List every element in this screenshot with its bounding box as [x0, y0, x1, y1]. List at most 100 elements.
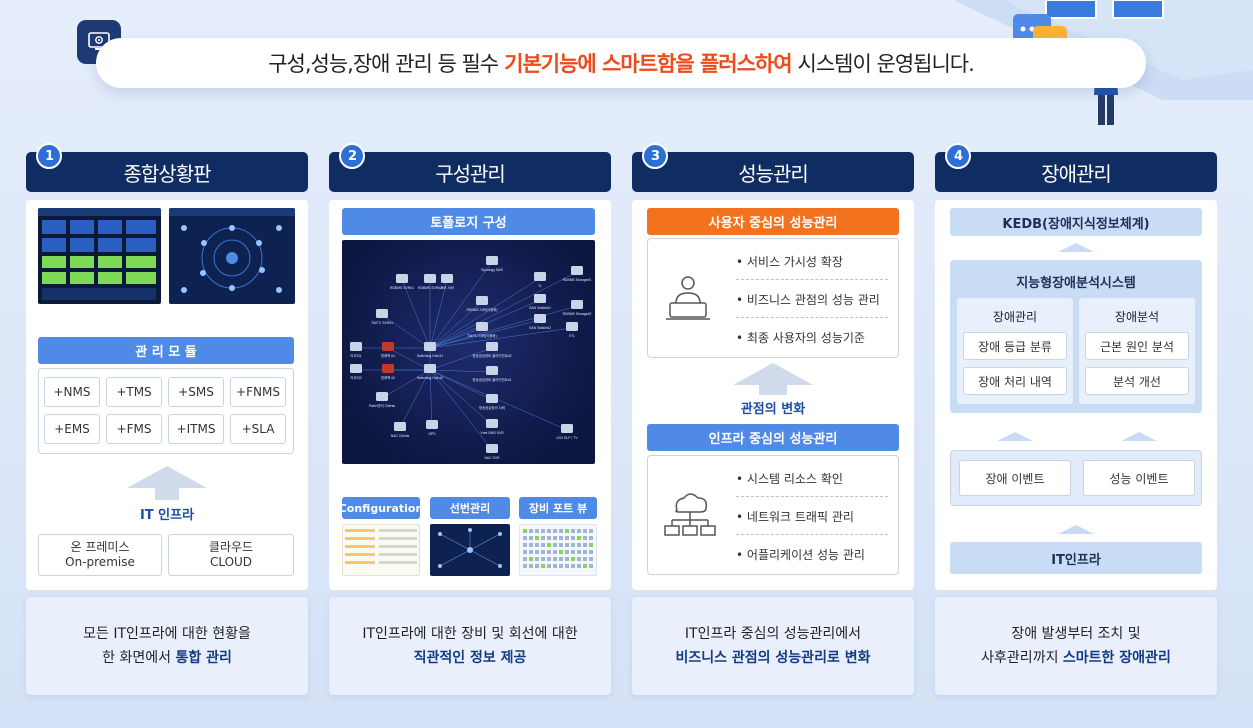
line-management-thumbnail	[430, 524, 510, 576]
headline-text-after: 시스템이 운영됩니다.	[797, 52, 975, 76]
topology-node: Ynet DMS SVR	[480, 419, 504, 435]
divider	[736, 317, 888, 318]
topology-node-label: GPS	[428, 432, 436, 436]
step-badge: 3	[642, 143, 668, 169]
step-badge: 1	[36, 143, 62, 169]
performance-event: 성능 이벤트	[1083, 460, 1195, 496]
topology-node-label: Switching Hub #1	[417, 354, 444, 358]
up-arrow-icon	[997, 432, 1033, 441]
desc-line-2-normal: 사후관리까지	[981, 650, 1059, 666]
user-centric-title-bar: 사용자 중심의 성능관리	[647, 208, 899, 235]
topology-node: 라우터2	[350, 364, 362, 380]
desc-line-1: 장애 발생부터 조치 및	[1011, 626, 1141, 642]
topology-node-label: SAN Switch#1	[529, 306, 551, 310]
infra-label: IT 인프라	[139, 508, 195, 523]
desc-line-1: 모든 IT인프라에 대한 현황을	[83, 626, 251, 642]
topology-node-label: 방송공급장비 클라이언트#1	[472, 377, 511, 382]
topology-node-label: Ynet DMS SVR	[480, 431, 504, 435]
topology-node-label: 방송공급장비 서버	[479, 405, 505, 410]
column-description: 모든 IT인프라에 대한 현황을 한 화면에서 통합 관리	[26, 597, 308, 695]
infra-item-1: • 시스템 리소스 확인	[736, 472, 843, 486]
topology-node: RDBMS SVR#2	[418, 274, 442, 290]
topology-node: Patch관리 Clients	[369, 392, 396, 408]
topology-node-label: Switching Hub #2	[417, 376, 444, 380]
user-item-2: • 비즈니스 관점의 성능 관리	[736, 293, 880, 307]
topology-node: RDBMS Storage#2	[563, 300, 592, 316]
topology-node-label: NAC Clients	[391, 434, 410, 438]
column-header: 2 구성관리	[329, 143, 611, 192]
up-arrow-stem	[155, 488, 179, 500]
topology-node: RDBMS 서버(이중화)	[466, 296, 498, 312]
module-title-bar: 관 리 모 듈	[38, 337, 294, 364]
column-body: 사용자 중심의 성능관리 • 서비스 가시성 확장 • 비즈니스 관점의 성능 …	[632, 200, 914, 590]
topology-node: TL	[534, 272, 546, 288]
module-fnms: +FNMS	[230, 377, 286, 407]
incident-grade-item: 장애 등급 분류	[963, 332, 1067, 360]
incident-mgmt-panel: 장애관리 장애 등급 분류 장애 처리 내역	[957, 298, 1073, 404]
sub-tab-line-management: 선번관리	[430, 497, 510, 519]
sub-tab-port-view: 장비 포트 뷰	[519, 497, 597, 519]
topology-node-label: RDBMS 서버(이중화)	[466, 307, 497, 312]
module-sms: +SMS	[168, 377, 224, 407]
topology-node: Switching Hub #2	[417, 364, 444, 380]
column-incident: 4 장애관리 KEDB(장애지식정보체계) 지능형장애분석시스템 장애관리 장애…	[935, 143, 1217, 695]
module-tms: +TMS	[106, 377, 162, 407]
column-description: 장애 발생부터 조치 및 사후관리까지 스마트한 장애관리	[935, 597, 1217, 695]
it-infra-bar: IT인프라	[950, 542, 1202, 574]
headline-text-before: 구성,성능,장애 관리 등 필수	[268, 52, 499, 76]
module-nms: +NMS	[44, 377, 100, 407]
user-item-1: • 서비스 가시성 확장	[736, 255, 843, 269]
infra-item-2-text: 네트워크 트래픽 관리	[746, 510, 854, 524]
desc-line-2-bold: 직관적인 정보 제공	[413, 650, 527, 666]
topology-node: 방송공급장비 클라이언트#1	[472, 366, 512, 382]
topology-node-label: SAN Switch#2	[529, 326, 551, 330]
infra-onprem: 온 프레미스 On-premise	[38, 534, 162, 576]
module-fms: +FMS	[106, 414, 162, 444]
topology-node-label: 방송공급장비 클라이언트#2	[472, 353, 511, 358]
desc-line-2: 한 화면에서 통합 관리	[102, 646, 232, 670]
topology-node-label: NAC SVR	[484, 456, 500, 460]
incident-analysis-panel: 장애분석 근본 원인 분석 분석 개선	[1079, 298, 1195, 404]
topology-node: 방송공급장비 서버	[479, 394, 505, 410]
user-item-3: • 최종 사용자의 성능기준	[736, 331, 865, 345]
column-title: 장애관리	[1041, 161, 1112, 186]
headline-banner: 구성,성능,장애 관리 등 필수 기본기능에 스마트함을 플러스하여 시스템이 …	[96, 38, 1146, 88]
topology-node: LED DLP / TV	[556, 424, 578, 440]
port-view-thumbnail	[519, 524, 597, 576]
topology-node: NAC SVR	[484, 444, 500, 460]
infra-cloud-ko: 클라우드	[208, 540, 254, 554]
cloud-network-icon	[664, 493, 716, 536]
topology-node: RDBMS SVR#1	[390, 274, 414, 290]
topology-node: RDBMS Storage#1	[563, 266, 592, 282]
topology-node-label: 라우터2	[350, 375, 361, 380]
column-title: 종합상황판	[123, 161, 212, 186]
topology-node: GPS	[426, 420, 438, 436]
desc-line-2-bold: 스마트한 장애관리	[1062, 650, 1171, 666]
topology-node-label: TM/TC 서버(이중화)	[467, 333, 496, 338]
up-arrow-icon	[1121, 432, 1157, 441]
topology-node-label: VTL	[569, 334, 575, 338]
headline-highlight: 기본기능에 스마트함을 플러스하여	[504, 52, 792, 76]
topology-node: VTL	[566, 322, 578, 338]
event-box: 장애 이벤트 성능 이벤트	[950, 450, 1202, 506]
topology-node: 서버 서버	[440, 274, 454, 290]
incident-history-item: 장애 처리 내역	[963, 367, 1067, 395]
column-title: 성능관리	[738, 161, 809, 186]
topology-node: Switching Hub #1	[417, 342, 444, 358]
topology-node-label: Patch관리 Clients	[369, 403, 396, 408]
root-cause-item: 근본 원인 분석	[1085, 332, 1189, 360]
topology-node: Synology NAS	[481, 256, 504, 272]
column-header: 4 장애관리	[935, 143, 1217, 192]
topology-node-label: RDBMS Storage#1	[563, 278, 592, 282]
user-item-1-text: 서비스 가시성 확장	[746, 255, 843, 269]
module-itms: +ITMS	[168, 414, 224, 444]
column-header: 3 성능관리	[632, 143, 914, 192]
infra-item-2: • 네트워크 트래픽 관리	[736, 510, 854, 524]
infra-cloud-en: CLOUD	[209, 555, 253, 569]
topology-node: TM/TC SVR#1	[371, 309, 393, 325]
topology-node-label: Synology NAS	[481, 268, 504, 272]
column-title: 구성관리	[435, 161, 506, 186]
user-item-3-text: 최종 사용자의 성능기준	[746, 331, 865, 345]
